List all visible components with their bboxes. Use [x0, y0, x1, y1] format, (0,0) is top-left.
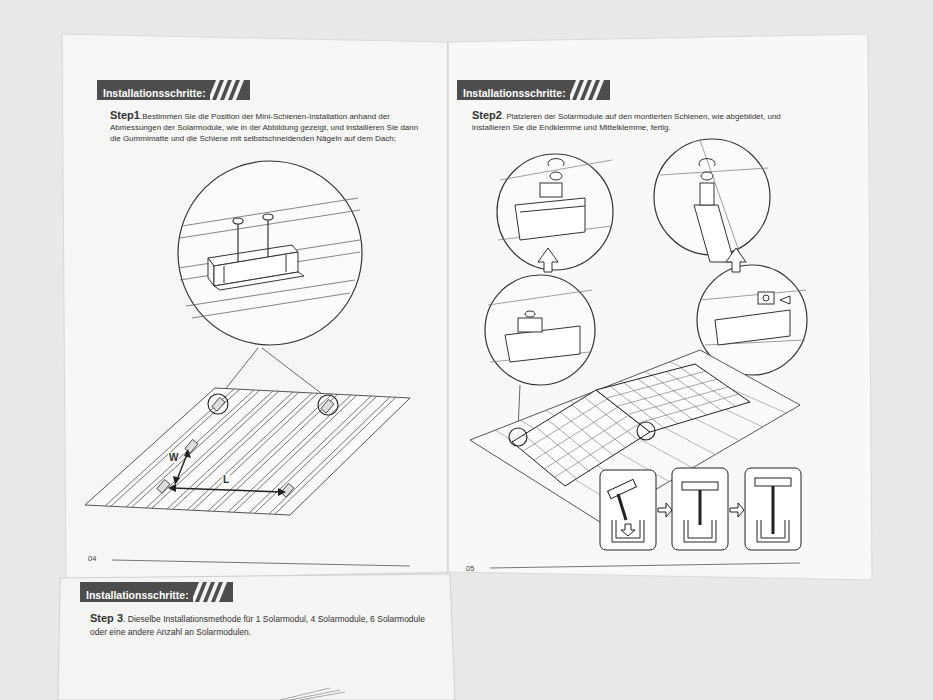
- header-text: Installationsschritte:: [103, 87, 206, 99]
- header-text: Installationsschritte:: [86, 589, 189, 601]
- step-text: . Platzieren der Solarmodule auf den mon…: [472, 112, 781, 132]
- header-stripes: [210, 80, 250, 100]
- dimension-label: L: [222, 474, 230, 485]
- header-text: Installationsschritte:: [463, 87, 566, 99]
- page-number: 05: [466, 564, 474, 573]
- step-text: . Dieselbe Installationsmethode für 1 So…: [90, 614, 425, 637]
- dimension-label: W: [168, 452, 179, 463]
- header-band: Installationsschritte:: [97, 80, 250, 100]
- step-number: Step 3: [90, 612, 123, 624]
- page-number: 04: [88, 554, 96, 563]
- step-paragraph: Step 3. Dieselbe Installationsmethode fü…: [90, 612, 435, 639]
- step-number: Step1: [110, 109, 140, 121]
- header-band: Installationsschritte:: [80, 582, 233, 602]
- header-band: Installationsschritte:: [457, 80, 610, 100]
- step-number: Step2: [472, 109, 502, 121]
- step-text: .Bestimmen Sie die Position der Mini-Sch…: [110, 112, 418, 143]
- step-paragraph: Step1.Bestimmen Sie die Position der Min…: [110, 110, 425, 144]
- header-stripes: [570, 80, 610, 100]
- step-paragraph: Step2. Platzieren der Solarmodule auf de…: [472, 110, 812, 133]
- header-stripes: [193, 582, 233, 602]
